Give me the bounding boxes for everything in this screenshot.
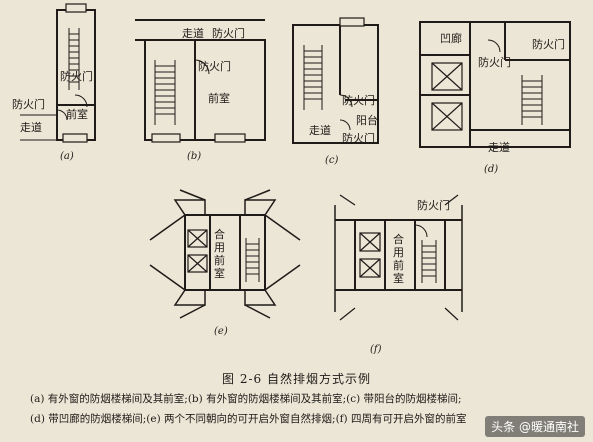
label-a-corridor: 走道 xyxy=(20,120,42,134)
plan-f xyxy=(334,194,463,321)
plan-a xyxy=(20,3,96,143)
label-a-fire-door-2: 防火门 xyxy=(12,97,45,111)
label-f-char-1: 合 xyxy=(393,232,404,246)
figure-caption: 图 2-6 自然排烟方式示例 xyxy=(222,372,371,386)
label-f-fire-door: 防火门 xyxy=(417,198,450,212)
subfig-e: (e) xyxy=(214,326,228,337)
subfig-f: (f) xyxy=(370,344,382,355)
subfig-d: (d) xyxy=(484,164,498,175)
label-c-corridor: 走道 xyxy=(309,123,331,137)
watermark: 头条 @暖通南社 xyxy=(485,416,585,437)
label-f-char-2: 用 xyxy=(393,246,404,259)
label-b-fire-door-2: 防火门 xyxy=(198,59,231,73)
label-e-shared-anteroom: 合 用 前 室 xyxy=(214,227,225,280)
label-b-fire-door-1: 防火门 xyxy=(212,26,245,40)
label-d-recess: 凹廊 xyxy=(440,31,462,45)
label-e-char-1: 合 xyxy=(214,227,225,241)
subfig-b: (b) xyxy=(187,151,201,162)
label-b-anteroom: 前室 xyxy=(208,91,230,105)
subfig-c: (c) xyxy=(325,155,339,166)
label-d-fire-door-2: 防火门 xyxy=(478,55,511,69)
figure-legend-line-2: (d) 带凹廊的防烟楼梯间;(e) 两个不同朝向的可开启外窗自然排烟;(f) 四… xyxy=(30,413,467,425)
label-e-char-4: 室 xyxy=(214,266,225,280)
label-f-shared-anteroom: 合 用 前 室 xyxy=(393,232,404,285)
label-a-fire-door-1: 防火门 xyxy=(60,69,93,83)
plan-c xyxy=(292,17,379,144)
label-d-corridor: 走道 xyxy=(488,140,510,154)
drawing-area: 防火门 防火门 前室 走道 (a) 走道 防火门 防火门 前室 (b) 防火门 … xyxy=(12,3,571,355)
label-b-corridor: 走道 xyxy=(182,26,204,40)
label-e-char-2: 用 xyxy=(214,241,225,254)
label-c-fire-door-2: 防火门 xyxy=(342,131,375,145)
label-c-balcony: 阳台 xyxy=(356,113,378,127)
plan-d xyxy=(419,21,571,148)
label-f-char-4: 室 xyxy=(393,271,404,285)
label-d-fire-door-1: 防火门 xyxy=(532,37,565,51)
label-a-anteroom: 前室 xyxy=(66,107,88,121)
label-e-char-3: 前 xyxy=(214,253,225,267)
plan-b xyxy=(135,19,266,143)
subfig-a: (a) xyxy=(60,151,74,162)
label-c-fire-door-1: 防火门 xyxy=(342,93,375,107)
plan-e xyxy=(149,189,301,319)
figure-legend-line-1: (a) 有外窗的防烟楼梯间及其前室;(b) 有外窗的防烟楼梯间及其前室;(c) … xyxy=(30,393,462,405)
label-f-char-3: 前 xyxy=(393,258,404,272)
